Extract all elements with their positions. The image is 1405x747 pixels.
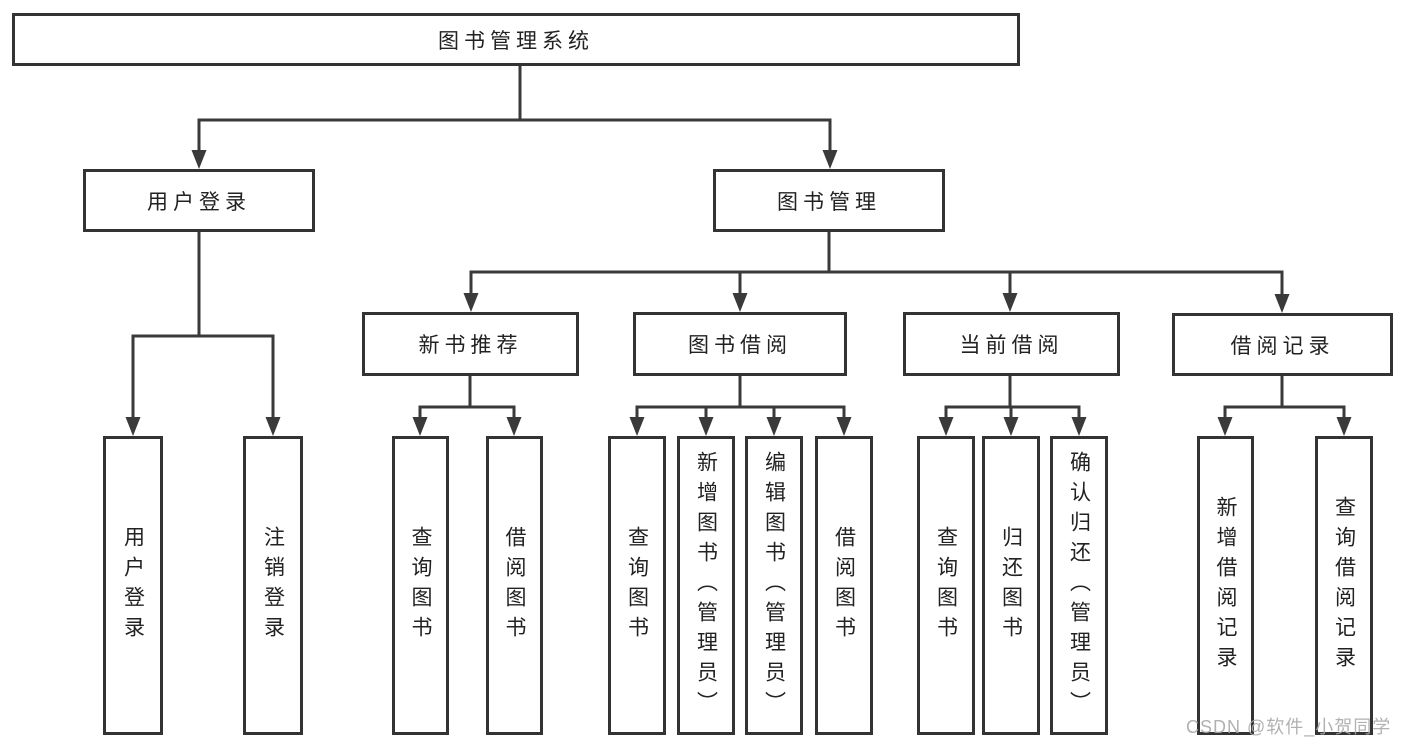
node-user-login: 用户登录 xyxy=(83,169,315,232)
node-book-management: 图书管理 xyxy=(713,169,945,232)
leaf-edit-books-admin: 编辑图书（管理员） xyxy=(745,436,803,735)
leaf-logout: 注销登录 xyxy=(243,436,303,735)
leaf-borrow-books-borrowing: 借阅图书 xyxy=(815,436,873,735)
leaf-user-login: 用户登录 xyxy=(103,436,163,735)
leaf-return-books: 归还图书 xyxy=(982,436,1040,735)
leaf-query-books-borrowing: 查询图书 xyxy=(608,436,666,735)
node-new-book-recommend: 新书推荐 xyxy=(362,312,579,376)
leaf-query-borrow-record: 查询借阅记录 xyxy=(1315,436,1373,735)
leaf-add-books-admin: 新增图书（管理员） xyxy=(677,436,735,735)
node-current-borrowing: 当前借阅 xyxy=(903,312,1120,376)
node-borrow-records: 借阅记录 xyxy=(1172,313,1393,376)
leaf-query-books-current: 查询图书 xyxy=(917,436,975,735)
leaf-query-books-recommend: 查询图书 xyxy=(392,436,449,735)
node-book-borrowing: 图书借阅 xyxy=(633,312,847,376)
node-library-system: 图书管理系统 xyxy=(12,13,1020,66)
leaf-add-borrow-record: 新增借阅记录 xyxy=(1197,436,1254,735)
leaf-confirm-return-admin: 确认归还（管理员） xyxy=(1050,436,1108,735)
leaf-borrow-books-recommend: 借阅图书 xyxy=(486,436,543,735)
watermark-text: CSDN @软件_小贺同学 xyxy=(1186,717,1392,737)
